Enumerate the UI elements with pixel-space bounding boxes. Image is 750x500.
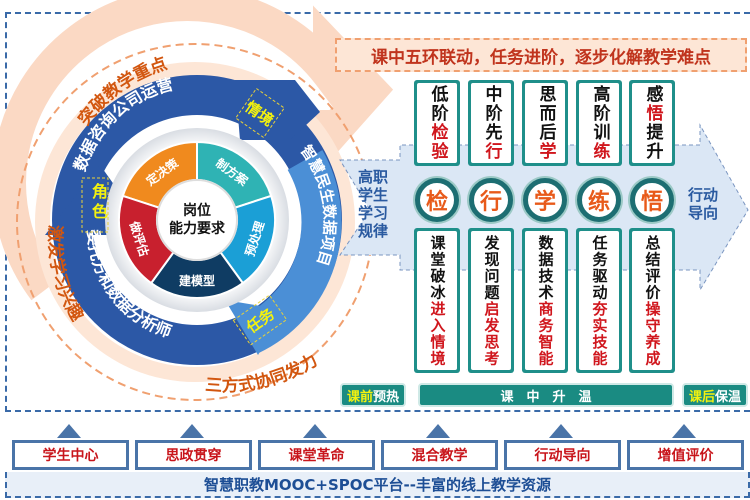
stage-top-segment: 悟	[642, 104, 663, 123]
tag-role	[81, 177, 109, 233]
principle-box: 混合教学	[381, 440, 498, 470]
stage-bottom-text: 任务驱动夯实技能	[590, 234, 609, 367]
principle-box: 增值评价	[627, 440, 744, 470]
up-arrow-icon	[57, 424, 81, 438]
stage-top-text: 低阶检验	[427, 85, 448, 161]
up-arrow-icon	[303, 424, 327, 438]
center-circle	[156, 179, 238, 261]
stage-bottom-segment: 启发思考	[482, 300, 501, 367]
stage-bottom-card: 发现问题启发思考	[468, 228, 514, 373]
up-arrow-icon	[426, 424, 450, 438]
stage-circle: 检	[415, 178, 459, 222]
stage-top-card: 中阶先行	[468, 80, 514, 166]
stage-circle: 学	[523, 178, 567, 222]
phase-post-b: 保温	[715, 389, 742, 405]
platform-banner: 智慧职教MOOC+SPOC平台--丰富的线上教学资源	[5, 472, 750, 498]
stage-circle: 悟	[630, 178, 674, 222]
right-label: 行动导向	[688, 186, 719, 222]
stage-top-text: 思而后学	[535, 85, 556, 161]
stage-bottom-card-inner: 数据技术商务智能	[525, 231, 565, 370]
stage-top-card: 低阶检验	[414, 80, 460, 166]
principle-box: 学生中心	[12, 440, 129, 470]
stage-top-segment: 高阶训	[589, 85, 610, 142]
phase-pre-b: 预热	[373, 389, 400, 405]
principle-box: 课堂革命	[258, 440, 375, 470]
stage-bottom-card: 总结评价操守养成	[629, 228, 675, 373]
stage-bottom-card-inner: 发现问题启发思考	[471, 231, 511, 370]
stage-bottom-text: 数据技术商务智能	[536, 234, 555, 367]
stage-top-card: 感悟提升	[629, 80, 675, 166]
phase-pre-class: 课前预热	[340, 383, 406, 407]
tag-role-text: 角色	[89, 183, 108, 223]
stage-bottom-segment: 课堂破冰	[428, 234, 447, 301]
center-line-1: 岗位	[183, 202, 211, 219]
stage-top-card-inner: 低阶检验	[417, 83, 457, 163]
stage-bottom-text: 总结评价操守养成	[643, 234, 662, 367]
stage-top-text: 高阶训练	[589, 85, 610, 161]
blue-arrowhead	[235, 80, 320, 140]
stage-bottom-card: 任务驱动夯实技能	[576, 228, 622, 373]
stage-top-segment: 低阶	[427, 85, 448, 123]
stage-top-card-inner: 中阶先行	[471, 83, 511, 163]
stage-bottom-card-inner: 任务驱动夯实技能	[579, 231, 619, 370]
stage-top-segment: 行	[481, 142, 502, 161]
phase-post-class: 课后保温	[682, 383, 748, 407]
stage-bottom-text: 发现问题启发思考	[482, 234, 501, 367]
principle-box: 思政贯穿	[135, 440, 252, 470]
stage-bottom-segment: 数据技术	[536, 234, 555, 301]
stage-bottom-segment: 操守养成	[643, 300, 662, 367]
stage-top-segment: 提升	[642, 123, 663, 161]
stage-top-segment: 中阶先	[481, 85, 502, 142]
stage-top-card: 高阶训练	[576, 80, 622, 166]
stage-top-segment: 学	[535, 142, 556, 161]
up-arrow-icon	[180, 424, 204, 438]
blue-arrowhead-bottom	[225, 300, 285, 355]
pie-chart: 定决策制方案预处理建模型做评估	[118, 140, 276, 299]
up-arrow-icon	[549, 424, 573, 438]
stage-bottom-segment: 夯实技能	[590, 300, 609, 367]
stage-top-text: 中阶先行	[481, 85, 502, 161]
title-banner: 课中五环联动，任务进阶，逐步化解教学难点	[335, 38, 747, 72]
stage-top-card-inner: 高阶训练	[579, 83, 619, 163]
stage-top-card-inner: 思而后学	[525, 83, 565, 163]
stage-bottom-text: 课堂破冰进入情境	[428, 234, 447, 367]
stage-bottom-card-inner: 总结评价操守养成	[632, 231, 672, 370]
stage-top-segment: 感	[642, 85, 663, 104]
phase-in-label: 课 中 升 温	[500, 389, 592, 405]
left-label: 高职学生学习规律	[358, 168, 389, 240]
stage-top-segment: 检验	[427, 123, 448, 161]
stage-bottom-segment: 发现问题	[482, 234, 501, 301]
stage-circle: 练	[577, 178, 621, 222]
outer-ring	[0, 0, 394, 301]
stage-top-card: 思而后学	[522, 80, 568, 166]
pie-segment-label: 建模型	[178, 273, 215, 288]
stage-bottom-segment: 进入情境	[428, 300, 447, 367]
stage-top-card-inner: 感悟提升	[632, 83, 672, 163]
stage-bottom-card: 课堂破冰进入情境	[414, 228, 460, 373]
stage-top-text: 感悟提升	[642, 85, 663, 161]
center-line-2: 能力要求	[169, 220, 226, 237]
stage-top-segment: 练	[589, 142, 610, 161]
phase-post-a: 课后	[688, 389, 715, 405]
stage-bottom-card-inner: 课堂破冰进入情境	[417, 231, 457, 370]
stage-bottom-segment: 总结评价	[643, 234, 662, 301]
stage-top-segment: 思而后	[535, 85, 556, 142]
phase-in-class: 课 中 升 温	[418, 383, 674, 407]
up-arrow-icon	[672, 424, 696, 438]
stage-bottom-segment: 商务智能	[536, 300, 555, 367]
stage-circle: 行	[469, 178, 513, 222]
stage-bottom-segment: 任务驱动	[590, 234, 609, 301]
phase-pre-a: 课前	[346, 389, 373, 405]
principle-box: 行动导向	[504, 440, 621, 470]
stage-bottom-card: 数据技术商务智能	[522, 228, 568, 373]
